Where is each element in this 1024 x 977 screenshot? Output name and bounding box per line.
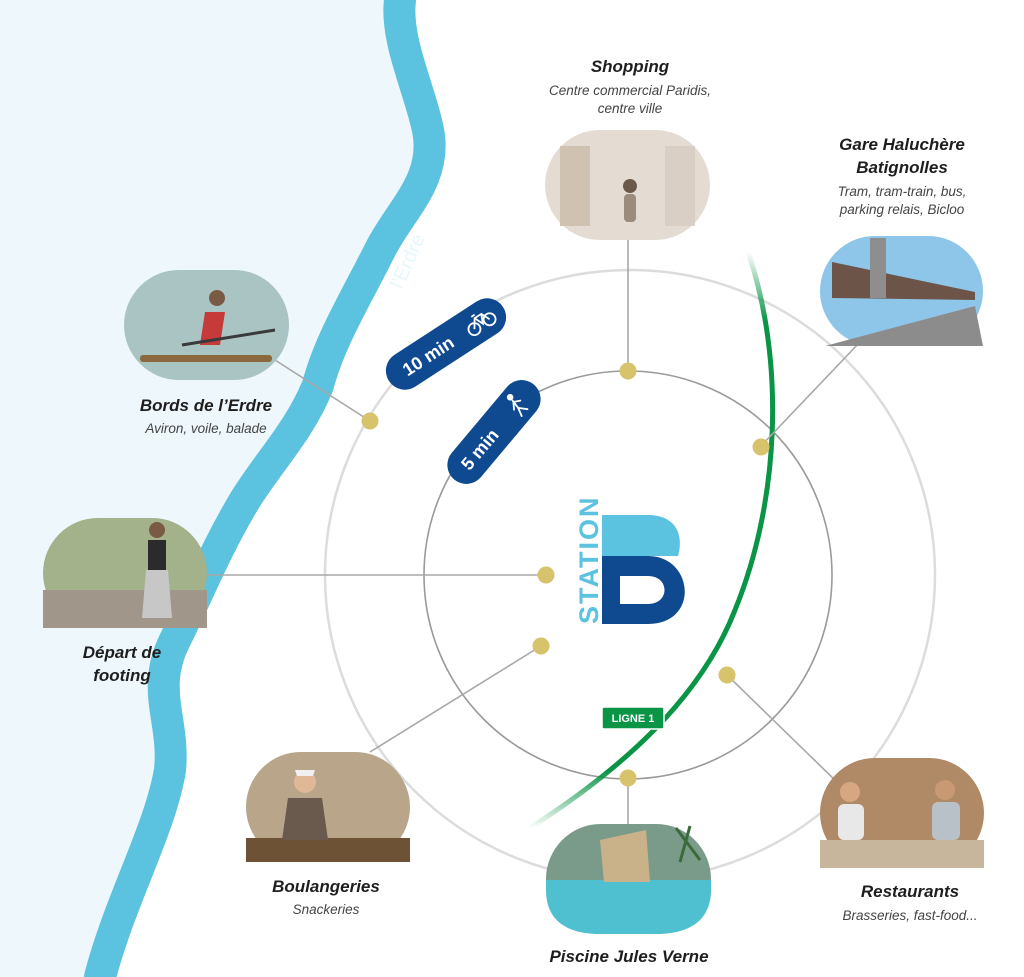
poi-footing: Départ de footing bbox=[83, 643, 161, 685]
svg-text:Boulangeries: Boulangeries bbox=[272, 877, 380, 896]
marker-footing bbox=[537, 566, 555, 584]
ring-label-5-min: 5 min bbox=[447, 380, 541, 484]
marker-erdre bbox=[361, 412, 379, 430]
station-b-letter-dark bbox=[602, 556, 685, 624]
svg-text:Aviron, voile, balade: Aviron, voile, balade bbox=[144, 421, 266, 436]
bicycle-icon bbox=[467, 312, 497, 336]
svg-text:footing: footing bbox=[93, 666, 151, 685]
river-bank-area bbox=[0, 0, 430, 977]
pedestrian-icon bbox=[506, 393, 529, 417]
jogging-photo bbox=[43, 518, 207, 628]
connectors bbox=[205, 240, 861, 828]
svg-text:Snackeries: Snackeries bbox=[293, 902, 360, 917]
svg-text:Gare Haluchère: Gare Haluchère bbox=[839, 135, 965, 154]
station-word: STATION bbox=[574, 496, 604, 625]
poi-boulangeries: Boulangeries Snackeries bbox=[272, 877, 380, 917]
poi-piscine: Piscine Jules Verne bbox=[549, 947, 708, 966]
svg-text:Shopping: Shopping bbox=[591, 57, 670, 76]
station-b-letter-light bbox=[602, 515, 680, 556]
marker-gare bbox=[752, 438, 770, 456]
poi-gare: Gare Haluchère Batignolles Tram, tram-tr… bbox=[838, 135, 967, 217]
svg-text:Départ de: Départ de bbox=[83, 643, 161, 662]
bakery-photo bbox=[246, 752, 410, 862]
station-b-logo: STATION bbox=[574, 496, 685, 625]
poi-shopping: Shopping Centre commercial Paridis, cent… bbox=[549, 57, 711, 116]
svg-text:Batignolles: Batignolles bbox=[856, 158, 948, 177]
svg-text:Centre commercial Paridis,: Centre commercial Paridis, bbox=[549, 83, 711, 98]
train-station-photo bbox=[820, 236, 983, 346]
svg-text:Piscine Jules Verne: Piscine Jules Verne bbox=[549, 947, 708, 966]
swimming-pool-photo bbox=[546, 824, 711, 934]
svg-text:LIGNE 1: LIGNE 1 bbox=[612, 713, 655, 725]
poi-restaurants: Restaurants Brasseries, fast-food... bbox=[842, 882, 977, 923]
svg-text:Bords de l’Erdre: Bords de l’Erdre bbox=[140, 396, 272, 415]
ring-label-10-min: 10 min bbox=[385, 298, 507, 390]
restaurant-photo bbox=[820, 758, 984, 868]
river-erdre bbox=[84, 0, 446, 977]
marker-piscine bbox=[619, 769, 637, 787]
poi-markers bbox=[361, 362, 770, 787]
svg-text:Tram, tram-train, bus,: Tram, tram-train, bus, bbox=[838, 184, 967, 199]
shopping-mall-photo bbox=[545, 130, 710, 240]
marker-shopping bbox=[619, 362, 637, 380]
svg-text:centre ville: centre ville bbox=[598, 101, 663, 116]
svg-text:Brasseries, fast-food...: Brasseries, fast-food... bbox=[842, 908, 977, 923]
marker-boulangeries bbox=[532, 637, 550, 655]
rowing-photo bbox=[124, 270, 289, 380]
svg-text:parking relais, Bicloo: parking relais, Bicloo bbox=[839, 202, 965, 217]
marker-restaurants bbox=[718, 666, 736, 684]
poi-erdre: Bords de l’Erdre Aviron, voile, balade bbox=[140, 396, 272, 436]
svg-text:Restaurants: Restaurants bbox=[861, 882, 959, 901]
tram-line-label: LIGNE 1 bbox=[601, 706, 665, 730]
tram-line bbox=[527, 249, 776, 831]
